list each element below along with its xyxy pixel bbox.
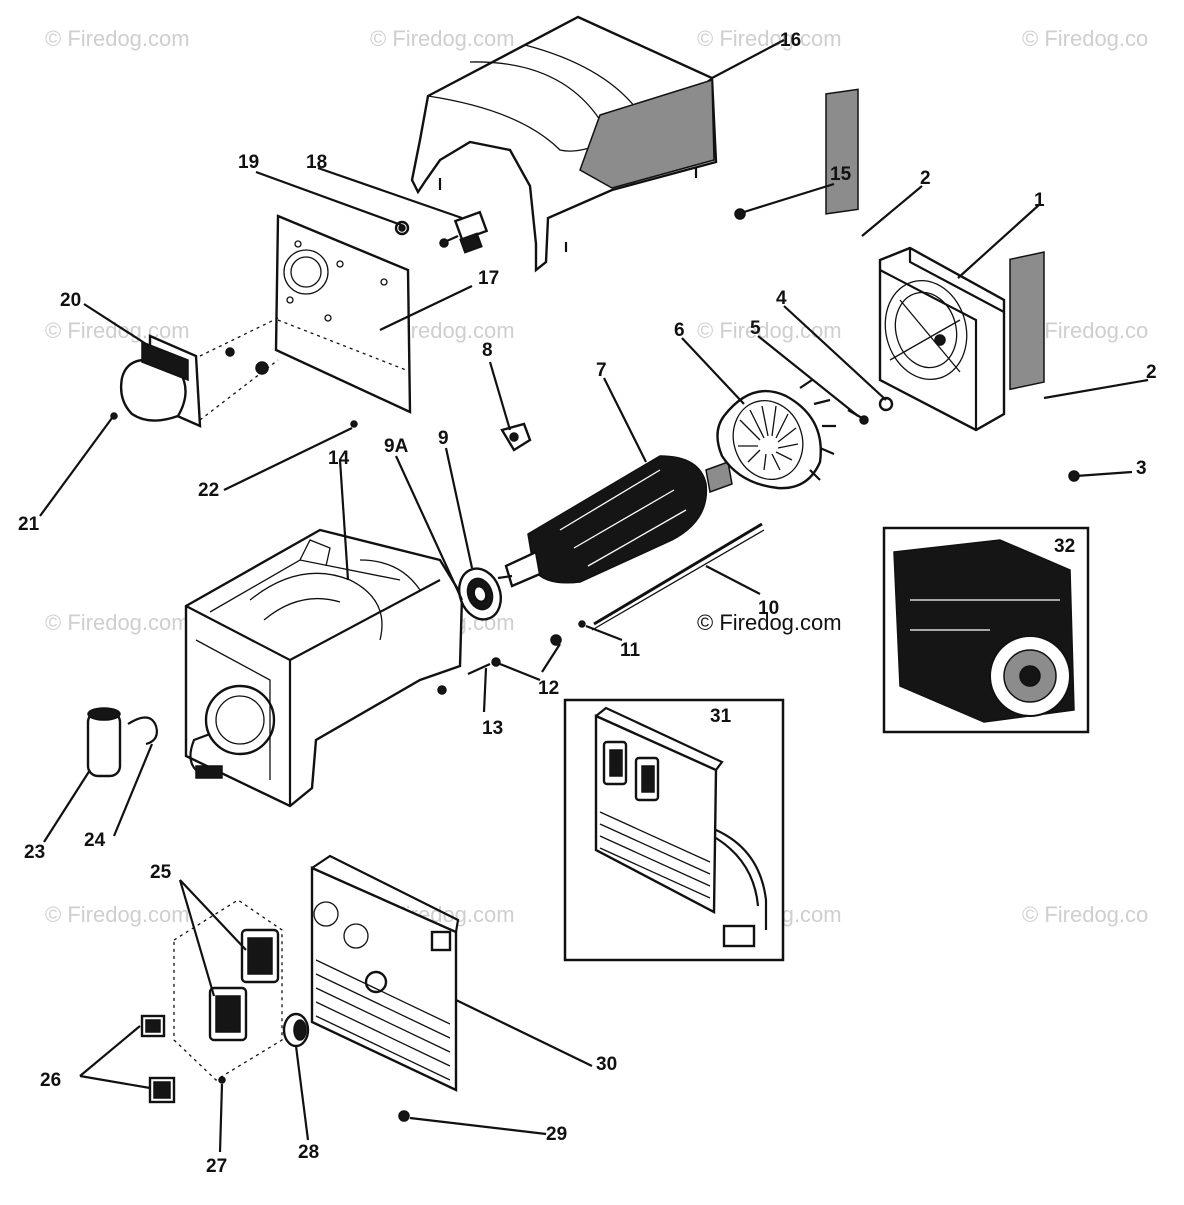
- part-1-end-bell: [878, 246, 1006, 432]
- callout-20: 20: [60, 290, 81, 311]
- part-9-bearing: [458, 567, 502, 621]
- callout-4: 4: [776, 288, 787, 309]
- part-31-inset-box: [563, 698, 785, 962]
- callout-2: 2: [920, 168, 931, 189]
- part-25-receptacle: [173, 899, 283, 1081]
- callout-8: 8: [482, 340, 493, 361]
- part-14-generator-housing: [184, 528, 464, 808]
- callout-6: 6: [674, 320, 685, 341]
- callout-13: 13: [482, 718, 503, 739]
- part-2-grille: [1009, 251, 1045, 391]
- callout-16: 16: [780, 30, 801, 51]
- part-16-top-cover: [410, 15, 718, 273]
- part-12-nut: [550, 634, 562, 646]
- callout-11: 11: [620, 640, 641, 661]
- callout-28: 28: [298, 1142, 319, 1163]
- part-28-knob: [282, 1012, 310, 1048]
- callout-5: 5: [750, 318, 761, 339]
- callout-1: 1: [1034, 190, 1045, 211]
- callout-30: 30: [596, 1054, 617, 1075]
- callout-12: 12: [538, 678, 559, 699]
- part-4-washer: [878, 396, 894, 412]
- callout-26: 26: [40, 1070, 61, 1091]
- callout-25: 25: [150, 862, 172, 883]
- callout-18: 18: [306, 152, 327, 173]
- part-23-capacitor: [86, 707, 122, 778]
- watermark: © Firedog.com: [45, 902, 190, 927]
- watermark: © Firedog.com: [45, 610, 190, 635]
- small-screw: [225, 347, 235, 357]
- callout-2: 2: [1146, 362, 1157, 383]
- callout-23: 23: [24, 842, 45, 863]
- callout-21: 21: [18, 514, 40, 535]
- watermarks: © Firedog.com © Firedog.com © Firedog.co…: [45, 26, 1148, 927]
- callout-7: 7: [596, 360, 607, 381]
- fan-blades: [738, 405, 799, 471]
- watermark: © Firedog.co: [1022, 902, 1148, 927]
- callout-31: 31: [710, 706, 732, 727]
- callout-22: 22: [198, 480, 219, 501]
- part-10-through-bolt: [591, 522, 765, 631]
- watermark: © Firedog.com: [370, 26, 515, 51]
- callout-14: 14: [328, 448, 350, 469]
- panel-louvers: [315, 959, 451, 1081]
- watermark: © Firedog.com: [45, 318, 190, 343]
- small-nut: [255, 361, 269, 375]
- callout-9a: 9A: [384, 436, 409, 457]
- part-8-bracket: [500, 422, 532, 452]
- part-7-rotor: [497, 455, 733, 588]
- small-screw: [350, 420, 358, 428]
- leader-lines: [39, 39, 1149, 1153]
- part-17-panel-plate: [274, 214, 412, 414]
- part-32-inset-box: [882, 526, 1090, 734]
- part-18-switch: [439, 210, 489, 254]
- part-24-clamp: [127, 716, 158, 746]
- part-15-screw: [734, 208, 746, 220]
- watermark: © Firedog.com: [45, 26, 190, 51]
- callout-17: 17: [478, 268, 499, 289]
- callout-29: 29: [546, 1124, 567, 1145]
- watermark: © Firedog.co: [1022, 26, 1148, 51]
- callout-19: 19: [238, 152, 259, 173]
- callout-24: 24: [84, 830, 106, 851]
- watermark: © Firedog.com: [697, 610, 842, 635]
- callout-27: 27: [206, 1156, 227, 1177]
- part-26-switch: [140, 1014, 166, 1038]
- part-13-bolt: [467, 657, 501, 676]
- callout-32: 32: [1054, 536, 1075, 557]
- watermark: © Firedog.com: [697, 318, 842, 343]
- small-screw: [110, 412, 118, 420]
- callout-3: 3: [1136, 458, 1147, 479]
- part-30-front-panel: [310, 854, 460, 1092]
- part-11-washer: [578, 620, 586, 628]
- part-6-fan: [716, 379, 836, 490]
- callout-15: 15: [830, 164, 852, 185]
- callout-9: 9: [438, 428, 449, 449]
- callout-10: 10: [758, 598, 779, 619]
- panel-louvers: [599, 811, 711, 899]
- part-2-grille: [825, 88, 859, 215]
- part-5-bolt: [847, 409, 869, 425]
- part-26-switch: [148, 1076, 176, 1104]
- part-20-outlet: [119, 317, 279, 428]
- part-27-screw: [218, 1076, 226, 1084]
- callout-numbers: 1 2 2 3 4 5 6 7 8 9 9A 10 11 12 13 14 15…: [18, 30, 1157, 1177]
- part-29-screw: [398, 1110, 410, 1122]
